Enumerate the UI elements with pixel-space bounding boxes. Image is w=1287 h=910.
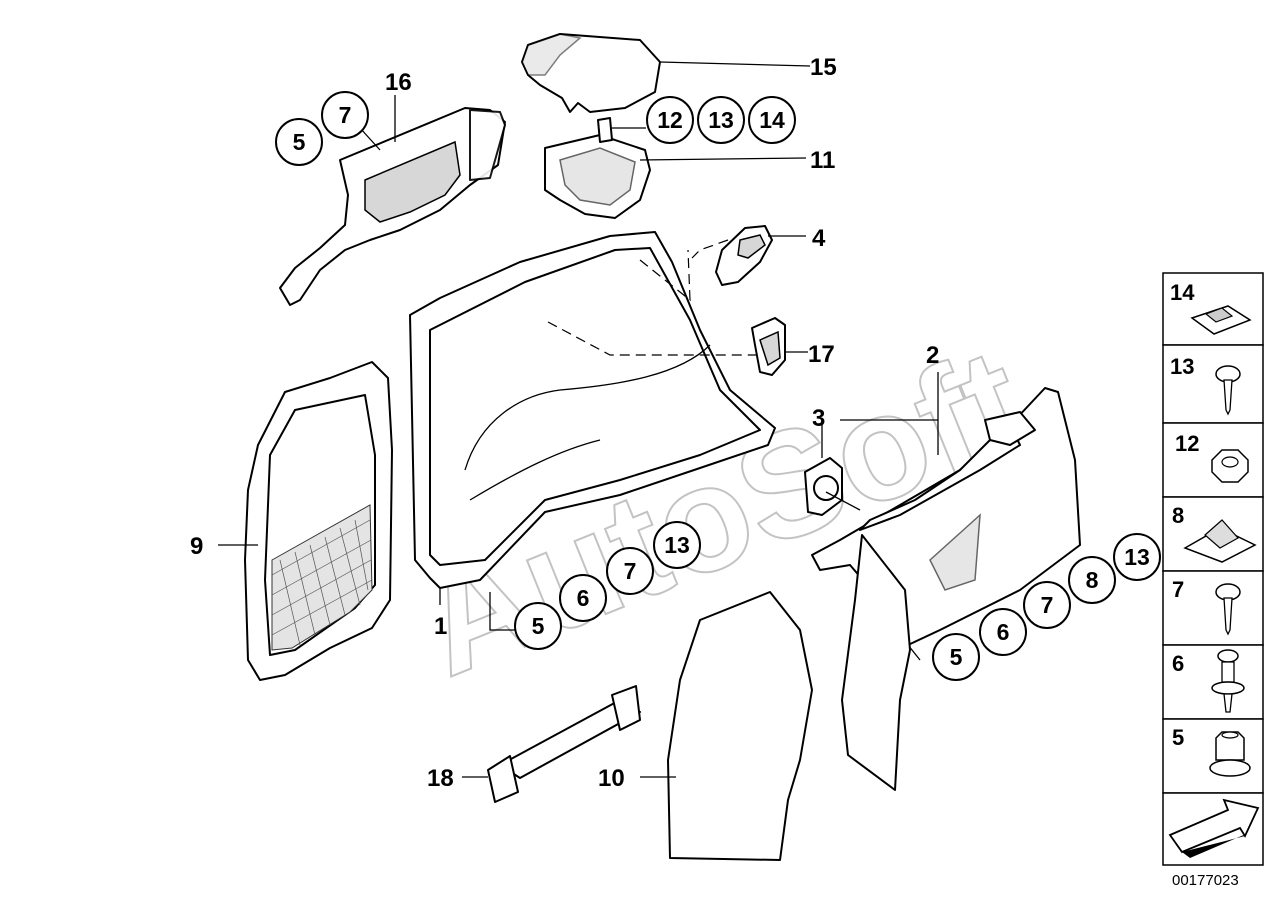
part-17-clip	[751, 317, 808, 376]
callout-9: 9	[190, 533, 203, 560]
part-3-socket	[804, 425, 861, 516]
circled-12: 12	[657, 107, 683, 133]
circled-5: 5	[293, 129, 306, 155]
self-tapping-screw-icon	[1215, 583, 1241, 636]
legend-7: 7	[1172, 577, 1184, 602]
navigation-arrow-icon	[1168, 798, 1260, 858]
circled-6-mid: 6	[577, 585, 590, 611]
part-11-bracket	[544, 117, 807, 219]
part-1-side-trim	[409, 231, 776, 631]
callout-labels: 1 2 3 4 9 10 11 15 16 17 18	[190, 54, 939, 792]
fastener-legend: 14 13 12 8 7	[1162, 272, 1264, 889]
callout-3: 3	[812, 405, 825, 432]
clip-nut-icon	[1183, 519, 1257, 563]
circled-13-mid: 13	[664, 532, 690, 558]
circled-13-right: 13	[1124, 544, 1150, 570]
callout-16: 16	[385, 69, 412, 96]
circled-7: 7	[339, 102, 352, 128]
part-4-hook	[691, 225, 806, 286]
circled-8-right: 8	[1086, 567, 1099, 593]
cargo-net	[271, 504, 373, 651]
part-16-upper-trim	[279, 95, 506, 306]
legend-12: 12	[1175, 431, 1199, 456]
circled-callouts-top-left: 5 7	[275, 91, 369, 166]
callout-1: 1	[434, 613, 447, 640]
circled-6-right: 6	[997, 619, 1010, 645]
circled-5-right: 5	[950, 644, 963, 670]
legend-13: 13	[1170, 354, 1194, 379]
callout-18: 18	[427, 765, 454, 792]
legend-5: 5	[1172, 725, 1184, 750]
callout-4: 4	[812, 225, 826, 252]
callout-11: 11	[810, 147, 835, 174]
circled-7-right: 7	[1041, 592, 1054, 618]
callout-10: 10	[598, 765, 625, 792]
circled-callouts-top-mid: 12 13 14	[646, 96, 796, 144]
legend-8: 8	[1172, 503, 1184, 528]
circled-14: 14	[759, 107, 785, 133]
part-15-upper-cover	[521, 33, 811, 113]
part-18-strap	[462, 685, 641, 803]
callout-17: 17	[808, 341, 835, 368]
screw-icon	[1215, 365, 1241, 416]
circled-7-mid: 7	[624, 558, 637, 584]
speed-nut-icon	[1190, 305, 1252, 335]
legend-14: 14	[1170, 280, 1195, 305]
push-rivet-icon	[1211, 649, 1245, 713]
flange-nut-icon	[1209, 731, 1251, 777]
circled-callouts-right: 5 6 7 8 13	[932, 533, 1161, 681]
hex-nut-icon	[1211, 449, 1249, 483]
part-9-net-panel	[218, 361, 393, 681]
circled-callouts-mid: 5 6 7 13	[514, 521, 701, 650]
diagram-id: 00177023	[1172, 872, 1239, 889]
circled-13: 13	[708, 107, 734, 133]
circled-5-mid: 5	[532, 613, 545, 639]
part-2-lower-panel	[841, 534, 911, 791]
legend-6: 6	[1172, 651, 1184, 676]
part-10-cover	[640, 591, 813, 861]
callout-15: 15	[810, 54, 837, 81]
callout-2: 2	[926, 342, 939, 369]
